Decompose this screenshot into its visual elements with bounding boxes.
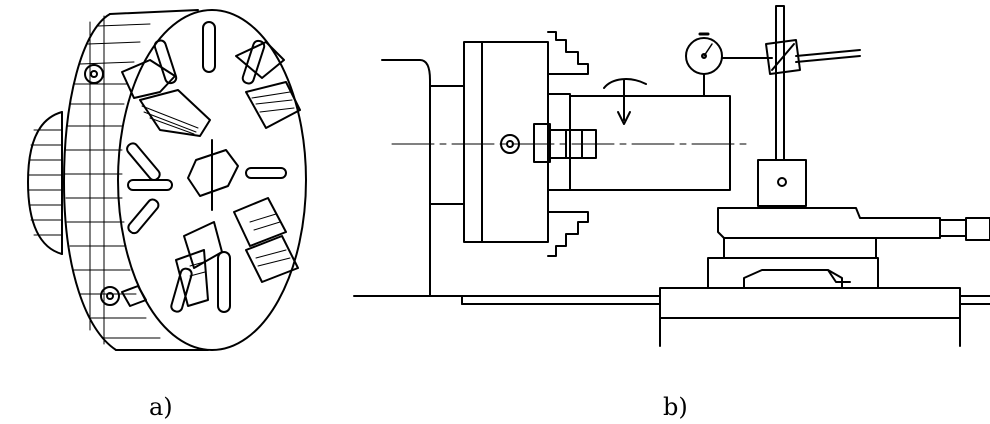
- jaw-blocks: [533, 123, 597, 163]
- spindle-flange: [429, 85, 465, 205]
- chuck-jaws: [121, 41, 301, 307]
- chuck-step-jaw-top: [547, 31, 589, 75]
- caption-a: a): [149, 393, 173, 421]
- lathe-dial-indicator-setup-icon: [353, 5, 990, 347]
- workpiece: [569, 95, 731, 191]
- four-jaw-chuck-icon: [27, 9, 307, 351]
- chuck-body-side: [463, 41, 549, 243]
- headstock: [381, 59, 431, 297]
- lathe-bed: [353, 287, 990, 347]
- chuck-body-rim: [63, 9, 209, 351]
- chuck-rear-hub: [27, 111, 63, 255]
- chuck-slots: [126, 21, 287, 313]
- caption-b: b): [663, 393, 688, 421]
- chuck-step-jaw-bottom: [547, 211, 589, 257]
- cross-slide: [707, 207, 990, 289]
- indicator-stand: [757, 5, 861, 207]
- chuck-screws: [84, 64, 147, 307]
- chuck-front-face: [117, 9, 307, 351]
- dial-indicator-icon: [685, 32, 773, 97]
- rotation-arrow-icon: [603, 78, 647, 125]
- chuck-center: [187, 139, 239, 211]
